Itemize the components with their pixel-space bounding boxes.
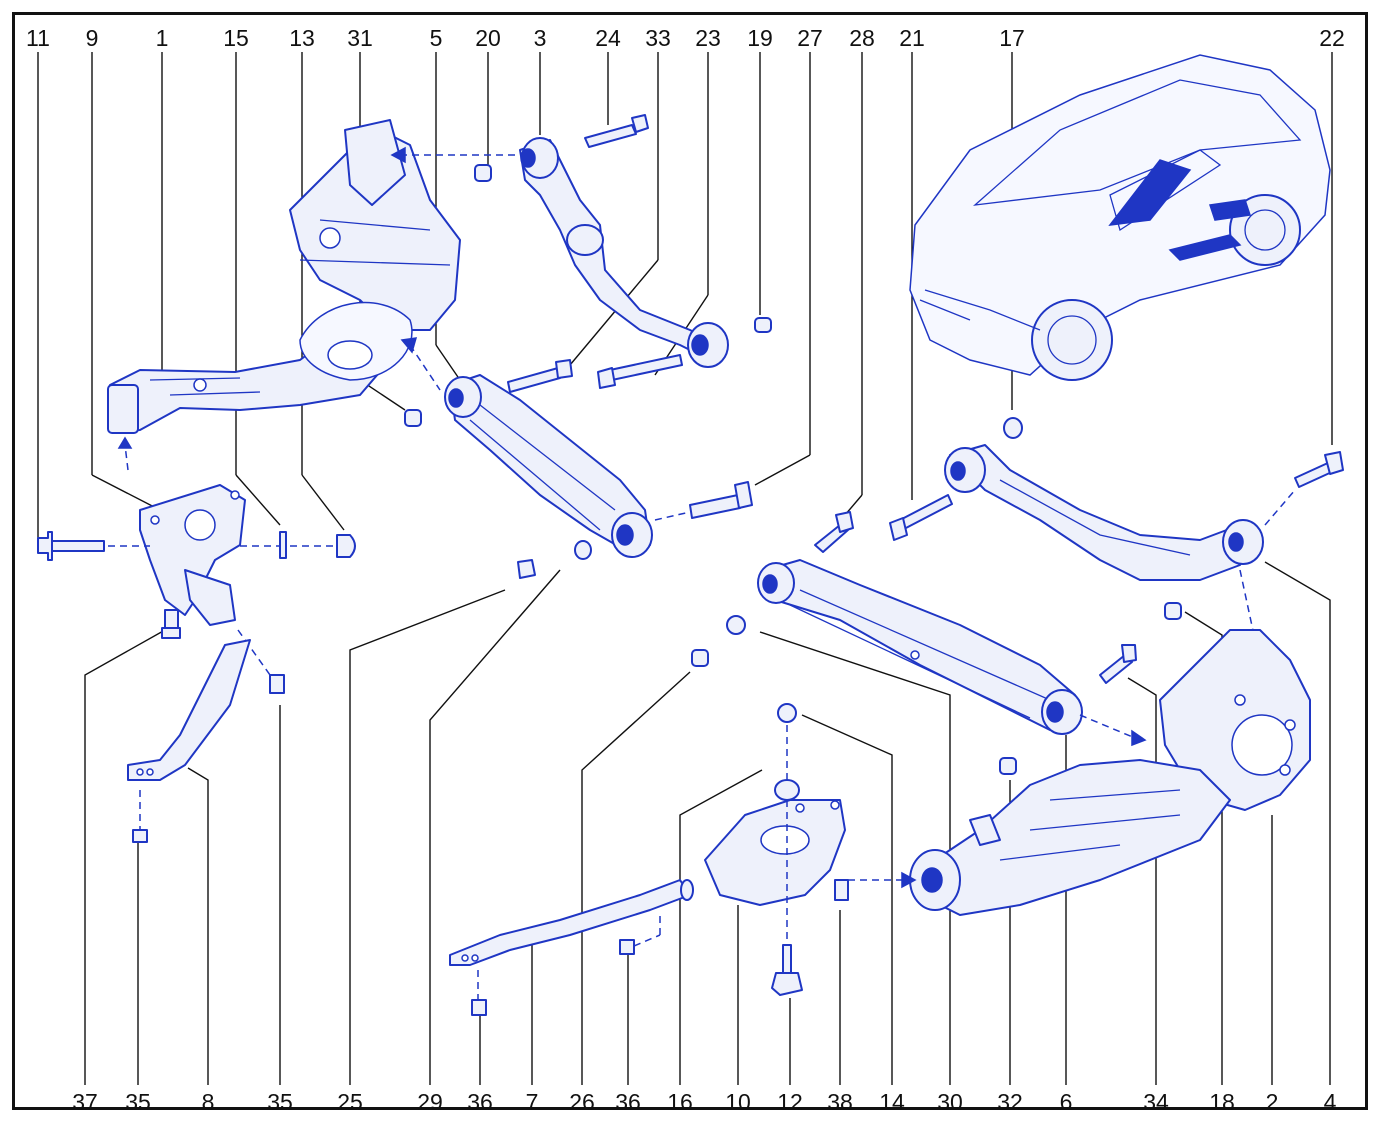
subframe-assembly — [107, 119, 461, 471]
callout-bottom-20: 18 — [1209, 1089, 1235, 1115]
lower-arm-6 — [691, 511, 1147, 775]
callout-bottom-9: 26 — [569, 1089, 595, 1115]
callout-bottom-8: 7 — [525, 1089, 539, 1115]
callout-top-14: 27 — [797, 25, 823, 51]
callout-top-16: 21 — [899, 25, 925, 51]
callout-bottom-11: 16 — [667, 1089, 693, 1115]
callout-top-6: 31 — [347, 25, 373, 51]
callout-bottom-16: 30 — [937, 1089, 963, 1115]
callout-bottom-18: 6 — [1059, 1089, 1073, 1115]
callout-bottom-10: 36 — [615, 1089, 641, 1115]
callout-top-13: 19 — [747, 25, 773, 51]
diagram-frame — [12, 12, 1368, 1110]
callout-top-4: 15 — [223, 25, 249, 51]
callout-bottom-1: 37 — [72, 1089, 98, 1115]
callout-bottom-7: 36 — [467, 1089, 493, 1115]
callout-bottom-4: 35 — [267, 1089, 293, 1115]
lower-arm-5 — [400, 337, 753, 579]
callout-top-8: 20 — [475, 25, 501, 51]
callout-bottom-6: 29 — [417, 1089, 443, 1115]
vehicle-illustration — [909, 54, 1331, 381]
brace-strut-8 — [127, 639, 251, 843]
mount-bracket-10 — [449, 703, 917, 1016]
callout-bottom-13: 12 — [777, 1089, 803, 1115]
callout-top-1: 11 — [26, 25, 50, 51]
callout-top-11: 33 — [645, 25, 671, 51]
callout-top-2: 9 — [85, 25, 99, 51]
rear-knuckle-and-subframe — [909, 629, 1311, 916]
callout-bottom-12: 10 — [725, 1089, 751, 1115]
callout-bottom-17: 32 — [997, 1089, 1023, 1115]
callout-bottom-19: 34 — [1143, 1089, 1169, 1115]
callout-bottom-5: 25 — [337, 1089, 363, 1115]
callout-bottom-15: 14 — [879, 1089, 905, 1115]
callout-top-5: 13 — [289, 25, 315, 51]
callout-bottom-21: 2 — [1265, 1089, 1279, 1115]
mount-bracket-9 — [37, 484, 356, 694]
callout-top-10: 24 — [595, 25, 621, 51]
callout-top-3: 1 — [155, 25, 169, 51]
callout-top-17: 17 — [999, 25, 1025, 51]
callout-bottom-2: 35 — [125, 1089, 151, 1115]
callout-bottom-14: 38 — [827, 1089, 853, 1115]
callout-bottom-3: 8 — [201, 1089, 215, 1115]
upper-arm-4 — [889, 417, 1344, 650]
callout-top-7: 5 — [429, 25, 443, 51]
bottom-leader-lines — [84, 561, 1331, 1085]
callout-top-18: 22 — [1319, 25, 1345, 51]
callout-top-9: 3 — [533, 25, 547, 51]
callout-top-15: 28 — [849, 25, 875, 51]
upper-arm-3 — [390, 114, 772, 389]
callout-top-12: 23 — [695, 25, 721, 51]
callout-bottom-22: 4 — [1323, 1089, 1337, 1115]
